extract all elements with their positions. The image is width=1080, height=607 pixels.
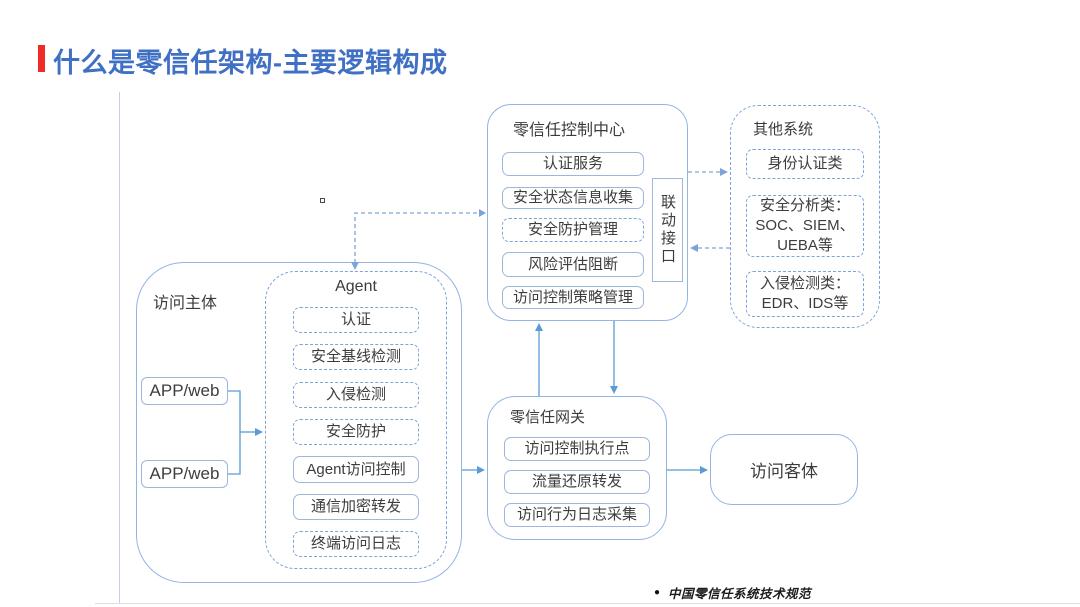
access-subject-label: 访问主体 [153,295,218,312]
agent-item-intrusion-detection: 入侵检测 [293,382,419,408]
gateway-label: 零信任网关 [510,409,586,426]
agent-item-terminal-log: 终端访问日志 [293,531,419,557]
control-center-container [487,104,688,321]
gateway-container [487,396,667,540]
os-item-intrusion-detection: 入侵检测类： EDR、IDS等 [746,271,864,317]
linkage-interface-box: 联动接口 [652,178,683,282]
title-accent-bar [38,45,45,72]
control-to-gateway-arrow [610,321,618,394]
app-web-node-1: APP/web [141,377,228,405]
left-guide-line [119,92,120,603]
footnote-text: 中国零信任系统技术规范 [668,587,812,601]
cc-item-auth-service: 认证服务 [502,152,644,176]
control-agent-dashed-elbow [351,209,486,270]
app-web-node-2: APP/web [141,460,228,488]
access-object-label: 访问客体 [750,462,818,481]
cc-item-risk-block: 风险评估阻断 [502,252,644,277]
other-systems-container [730,105,880,328]
linkage-interface-label: 联动接口 [659,194,676,266]
linkage-to-others-arrow [688,168,728,176]
access-object-container: 访问客体 [710,434,858,505]
agent-item-access-control: Agent访问控制 [293,456,419,483]
stray-dot [320,198,325,203]
page-title: 什么是零信任架构-主要逻辑构成 [53,48,448,78]
cc-item-policy-mgmt: 访问控制策略管理 [502,286,644,309]
footnote: ● 中国零信任系统技术规范 [654,583,811,602]
gw-item-enforcement-point: 访问控制执行点 [504,437,650,461]
bottom-guide-line [95,603,1080,604]
gw-item-behavior-log: 访问行为日志采集 [504,503,650,527]
access-subject-container [136,262,462,583]
control-center-label: 零信任控制中心 [512,122,625,139]
other-systems-label: 其他系统 [753,121,814,138]
elbow-right-arrowhead [479,209,486,217]
agent-item-encrypted-forwarding: 通信加密转发 [293,494,419,520]
agent-item-baseline-check: 安全基线检测 [293,344,419,370]
agent-item-auth: 认证 [293,307,419,333]
agent-label: Agent [335,278,377,295]
gw-item-traffic-forwarding: 流量还原转发 [504,470,650,494]
gateway-to-control-arrow [535,323,543,396]
os-item-identity-auth: 身份认证类 [746,149,864,179]
gateway-to-object-arrow [667,466,708,474]
footnote-bullet: ● [654,587,661,598]
cc-item-protection-mgmt: 安全防护管理 [502,218,644,242]
cc-item-status-collection: 安全状态信息收集 [502,187,644,209]
subject-to-gateway-arrow [462,466,485,474]
others-to-linkage-arrow [690,244,730,252]
agent-item-security-protection: 安全防护 [293,419,419,445]
os-item-security-analysis: 安全分析类： SOC、SIEM、 UEBA等 [746,195,864,257]
agent-container [265,271,447,569]
